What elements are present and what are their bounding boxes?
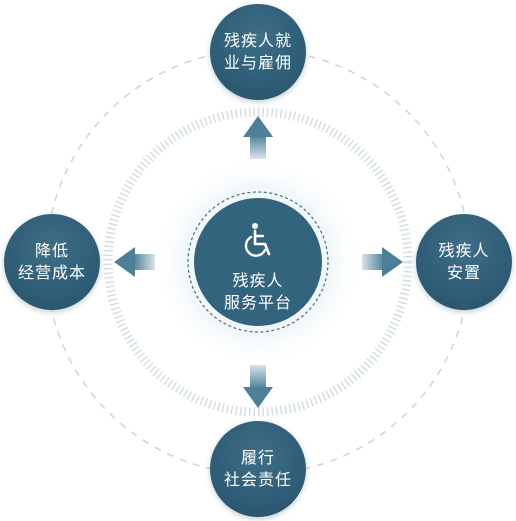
node-right-line2: 安置 bbox=[446, 263, 481, 282]
node-bottom-line1: 履行 bbox=[240, 448, 275, 467]
node-bottom-line2: 社会责任 bbox=[223, 470, 292, 489]
wheelchair-icon bbox=[244, 223, 271, 257]
node-top-line2: 业与雇佣 bbox=[223, 53, 292, 72]
arrow-right bbox=[362, 247, 403, 277]
node-top: 残疾人就 业与雇佣 bbox=[210, 4, 306, 100]
center-label: 残疾人 服务平台 bbox=[198, 270, 318, 314]
node-right-line1: 残疾人 bbox=[438, 241, 490, 260]
node-left-line2: 经营成本 bbox=[17, 263, 86, 282]
arrow-down bbox=[243, 365, 273, 408]
node-top-line1: 残疾人就 bbox=[223, 31, 292, 50]
center-node bbox=[194, 198, 322, 326]
node-right: 残疾人 安置 bbox=[416, 214, 512, 310]
center-label-line1: 残疾人 bbox=[232, 271, 284, 290]
node-left-line1: 降低 bbox=[34, 241, 69, 260]
center-label-line2: 服务平台 bbox=[223, 293, 292, 312]
node-bottom: 履行 社会责任 bbox=[210, 421, 306, 517]
center-node-circle bbox=[187, 191, 329, 333]
arrow-up bbox=[243, 116, 273, 159]
node-left: 降低 经营成本 bbox=[4, 214, 100, 310]
arrow-left bbox=[114, 247, 155, 277]
inner-dotted-ring bbox=[103, 107, 413, 417]
